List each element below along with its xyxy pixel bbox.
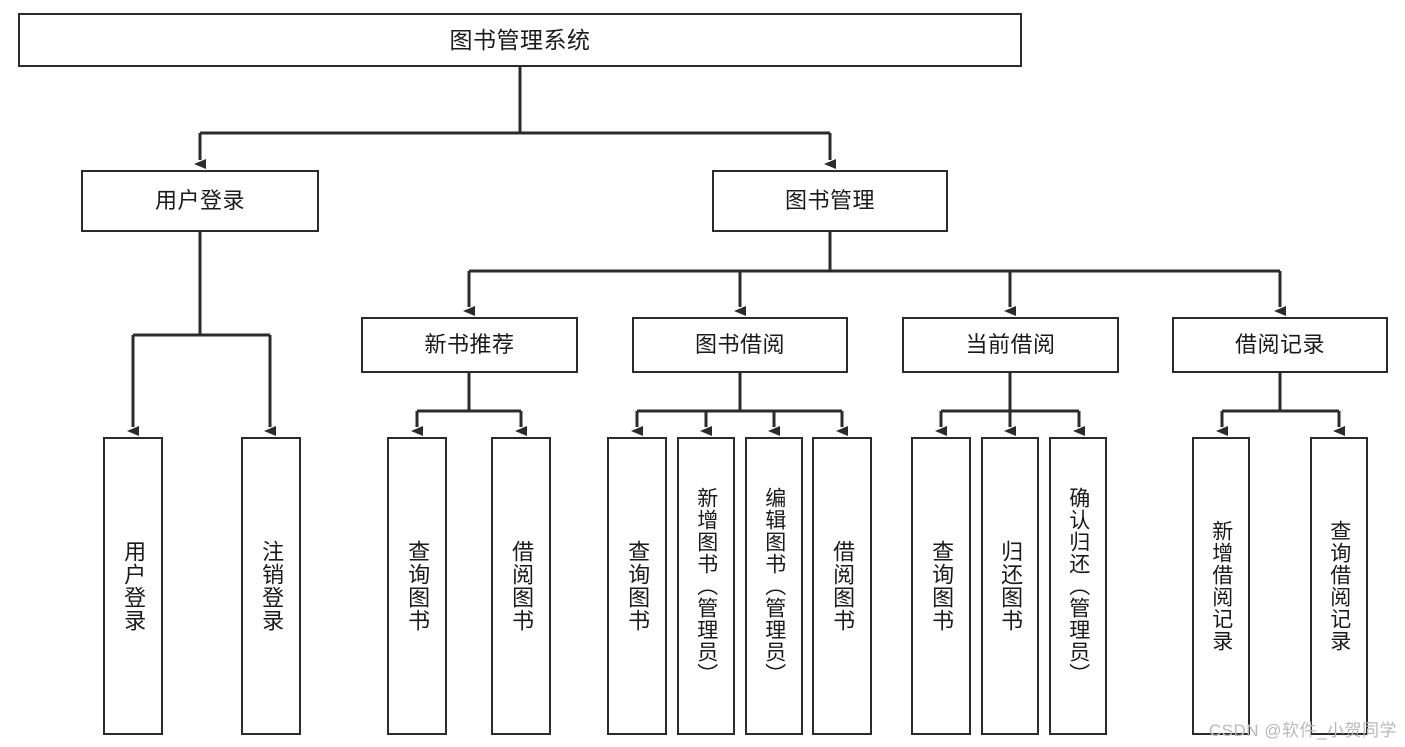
leaf-book-borrow-edit[interactable]: 编辑图书（管理员）: [745, 437, 803, 735]
leaf-book-borrow-add-label: 新增图书（管理员）: [694, 487, 718, 685]
leaf-borrow-record-query[interactable]: 查询借阅记录: [1310, 437, 1368, 735]
node-root-system[interactable]: 图书管理系统: [18, 13, 1022, 67]
leaf-book-borrow-borrow-label: 借阅图书: [830, 540, 856, 632]
leaf-borrow-record-add-label: 新增借阅记录: [1209, 520, 1233, 652]
leaf-user-login-signout[interactable]: 注销登录: [241, 437, 301, 735]
node-user-login[interactable]: 用户登录: [81, 170, 319, 232]
leaf-borrow-record-add[interactable]: 新增借阅记录: [1192, 437, 1250, 735]
leaf-book-borrow-add[interactable]: 新增图书（管理员）: [677, 437, 735, 735]
node-current-borrow-label: 当前借阅: [965, 332, 1056, 358]
leaf-current-borrow-query-label: 查询图书: [929, 540, 955, 632]
node-book-borrow[interactable]: 图书借阅: [632, 317, 848, 373]
leaf-user-login-signin-label: 用户登录: [121, 540, 147, 632]
leaf-book-borrow-edit-label: 编辑图书（管理员）: [762, 487, 786, 685]
node-new-book-recommend[interactable]: 新书推荐: [361, 317, 578, 373]
node-book-management[interactable]: 图书管理: [712, 170, 948, 232]
leaf-current-borrow-confirm[interactable]: 确认归还（管理员）: [1049, 437, 1107, 735]
leaf-borrow-record-query-label: 查询借阅记录: [1327, 520, 1351, 652]
node-book-management-label: 图书管理: [784, 188, 875, 214]
node-borrow-record[interactable]: 借阅记录: [1172, 317, 1388, 373]
leaf-book-borrow-query[interactable]: 查询图书: [607, 437, 667, 735]
node-new-book-recommend-label: 新书推荐: [424, 332, 515, 358]
leaf-new-book-query[interactable]: 查询图书: [387, 437, 447, 735]
leaf-current-borrow-return[interactable]: 归还图书: [981, 437, 1039, 735]
node-book-borrow-label: 图书借阅: [694, 332, 785, 358]
watermark-credit: CSDN @软件_小贺同学: [1208, 721, 1397, 740]
leaf-book-borrow-query-label: 查询图书: [625, 540, 651, 632]
node-user-login-label: 用户登录: [154, 188, 245, 214]
leaf-current-borrow-query[interactable]: 查询图书: [911, 437, 971, 735]
leaf-new-book-query-label: 查询图书: [405, 540, 431, 632]
leaf-new-book-borrow[interactable]: 借阅图书: [491, 437, 551, 735]
leaf-user-login-signin[interactable]: 用户登录: [103, 437, 163, 735]
node-current-borrow[interactable]: 当前借阅: [902, 317, 1119, 373]
leaf-current-borrow-confirm-label: 确认归还（管理员）: [1066, 487, 1090, 685]
node-borrow-record-label: 借阅记录: [1234, 332, 1325, 358]
leaf-current-borrow-return-label: 归还图书: [998, 540, 1024, 632]
leaf-book-borrow-borrow[interactable]: 借阅图书: [812, 437, 872, 735]
leaf-new-book-borrow-label: 借阅图书: [509, 540, 535, 632]
leaf-user-login-signout-label: 注销登录: [259, 540, 285, 632]
node-root-system-label: 图书管理系统: [449, 26, 591, 53]
